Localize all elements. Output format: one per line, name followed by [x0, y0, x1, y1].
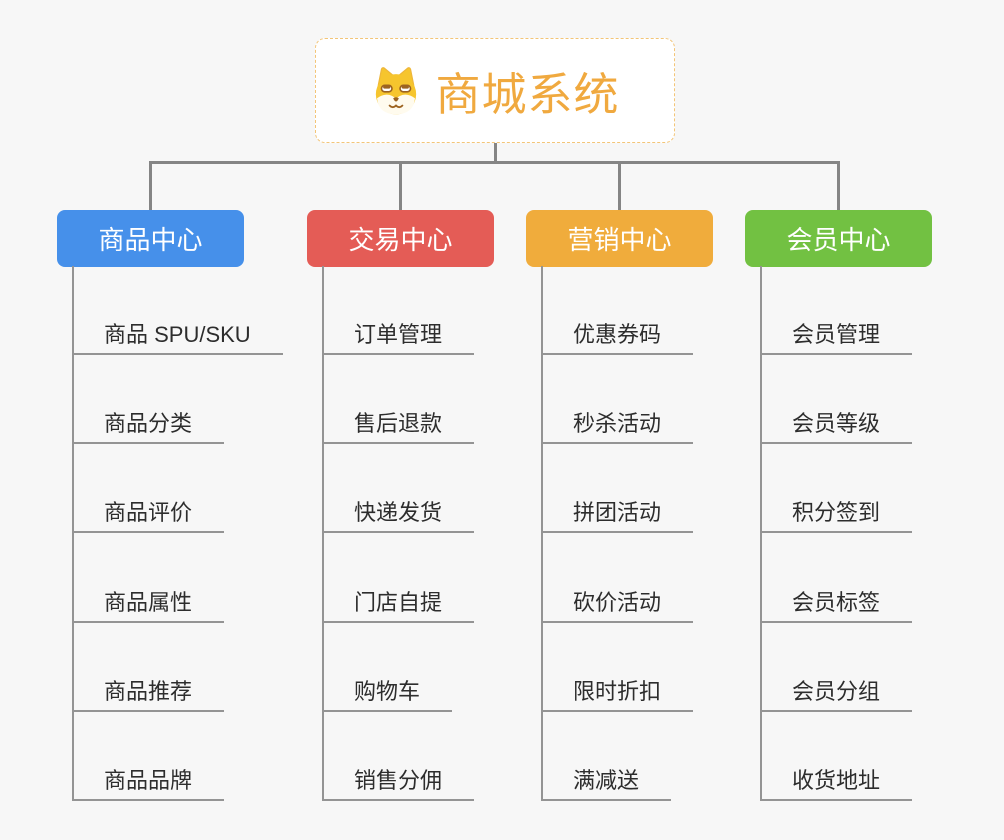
child-topic-member-center-6[interactable]: 收货地址 [760, 763, 913, 801]
child-topic-marketing-center-6[interactable]: 满减送 [541, 763, 672, 801]
branch-topic-label: 商品中心 [98, 225, 203, 255]
root-topic-title: 商城系统 [435, 69, 620, 120]
branch-topic-member-center[interactable]: 会员中心 [745, 210, 932, 267]
child-topic-marketing-center-3[interactable]: 拼团活动 [541, 495, 694, 533]
child-topic-trade-center-4[interactable]: 门店自提 [322, 585, 475, 623]
child-topic-member-center-5[interactable]: 会员分组 [760, 674, 913, 712]
child-topic-product-center-4[interactable]: 商品属性 [72, 585, 225, 623]
branch-topic-label: 会员中心 [786, 225, 891, 255]
connector-bus [149, 161, 840, 164]
branch-trunk-line [322, 266, 324, 801]
branch-trunk-line [760, 266, 762, 801]
branch-drop-line [618, 161, 621, 210]
child-topic-product-center-5[interactable]: 商品推荐 [72, 674, 225, 712]
branch-topic-trade-center[interactable]: 交易中心 [307, 210, 494, 267]
root-connector-stub [493, 143, 497, 164]
branch-trunk-line [541, 266, 543, 801]
branch-drop-line [149, 161, 152, 210]
child-topic-product-center-3[interactable]: 商品评价 [72, 495, 225, 533]
branch-drop-line [837, 161, 840, 210]
branch-topic-marketing-center[interactable]: 营销中心 [526, 210, 713, 267]
branch-topic-label: 交易中心 [348, 225, 453, 255]
child-topic-product-center-2[interactable]: 商品分类 [72, 406, 225, 444]
child-topic-marketing-center-1[interactable]: 优惠券码 [541, 317, 694, 355]
branch-drop-line [399, 161, 402, 210]
child-topic-member-center-1[interactable]: 会员管理 [760, 317, 913, 355]
child-topic-marketing-center-5[interactable]: 限时折扣 [541, 674, 694, 712]
branch-trunk-line [72, 266, 74, 801]
child-topic-trade-center-5[interactable]: 购物车 [322, 674, 453, 712]
child-topic-trade-center-6[interactable]: 销售分佣 [322, 763, 475, 801]
child-topic-product-center-6[interactable]: 商品品牌 [72, 763, 225, 801]
dog-face-icon [376, 66, 417, 114]
child-topic-trade-center-2[interactable]: 售后退款 [322, 406, 475, 444]
child-topic-marketing-center-2[interactable]: 秒杀活动 [541, 406, 694, 444]
child-topic-product-center-1[interactable]: 商品 SPU/SKU [72, 317, 283, 355]
child-topic-marketing-center-4[interactable]: 砍价活动 [541, 585, 694, 623]
child-topic-member-center-2[interactable]: 会员等级 [760, 406, 913, 444]
child-topic-member-center-3[interactable]: 积分签到 [760, 495, 913, 533]
child-topic-trade-center-3[interactable]: 快递发货 [322, 495, 475, 533]
branch-topic-product-center[interactable]: 商品中心 [57, 210, 244, 267]
branch-topic-label: 营销中心 [567, 225, 672, 255]
child-topic-member-center-4[interactable]: 会员标签 [760, 585, 913, 623]
root-topic[interactable]: 商城系统 [315, 38, 675, 143]
child-topic-trade-center-1[interactable]: 订单管理 [322, 317, 475, 355]
